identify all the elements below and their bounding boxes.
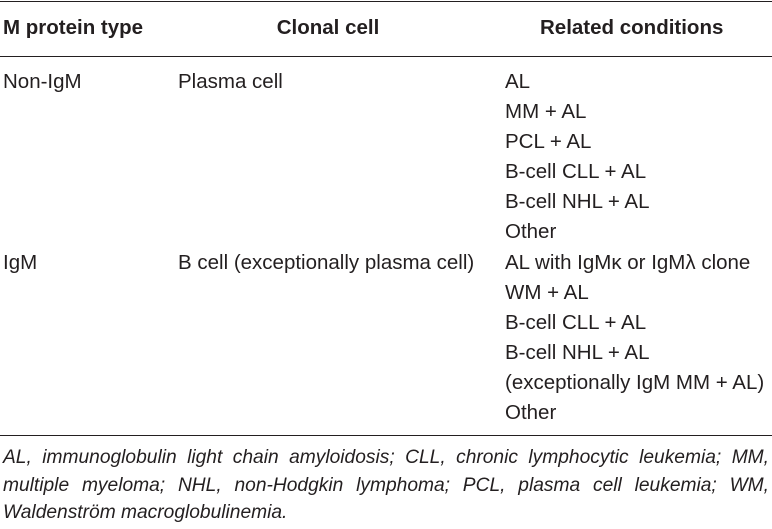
condition-item: B-cell NHL + AL — [505, 190, 650, 213]
row-igm-clonal-cell: B cell (exceptionally plasma cell) — [178, 251, 475, 274]
row-igm-m-protein-type: IgM — [3, 251, 38, 274]
condition-item: B-cell CLL + AL — [505, 311, 647, 334]
table-bottom-rule — [0, 435, 772, 436]
row-igm-related-conditions: AL with IgMκ or IgMλ clone WM + AL B-cel… — [505, 248, 764, 428]
table-top-rule — [0, 1, 772, 2]
condition-item: AL — [505, 70, 531, 93]
condition-item: Other — [505, 220, 557, 243]
condition-item: B-cell NHL + AL — [505, 341, 650, 364]
table-header-rule — [0, 56, 772, 57]
condition-item: (exceptionally IgM MM + AL) — [505, 371, 765, 394]
row-nonigm-m-protein-type: Non-IgM — [3, 70, 82, 93]
row-nonigm-related-conditions: AL MM + AL PCL + AL B-cell CLL + AL B-ce… — [505, 67, 650, 247]
header-clonal-cell: Clonal cell — [276, 16, 380, 39]
condition-item: MM + AL — [505, 100, 587, 123]
header-m-protein-type: M protein type — [3, 16, 144, 39]
row-nonigm-clonal-cell: Plasma cell — [178, 70, 283, 93]
condition-item: B-cell CLL + AL — [505, 160, 647, 183]
condition-item: WM + AL — [505, 281, 589, 304]
table-footnote: AL, immunoglobulin light chain amyloidos… — [3, 447, 769, 523]
condition-item: AL with IgMκ or IgMλ clone — [505, 251, 751, 274]
condition-item: Other — [505, 401, 557, 424]
condition-item: PCL + AL — [505, 130, 592, 153]
header-related-conditions: Related conditions — [540, 16, 724, 39]
